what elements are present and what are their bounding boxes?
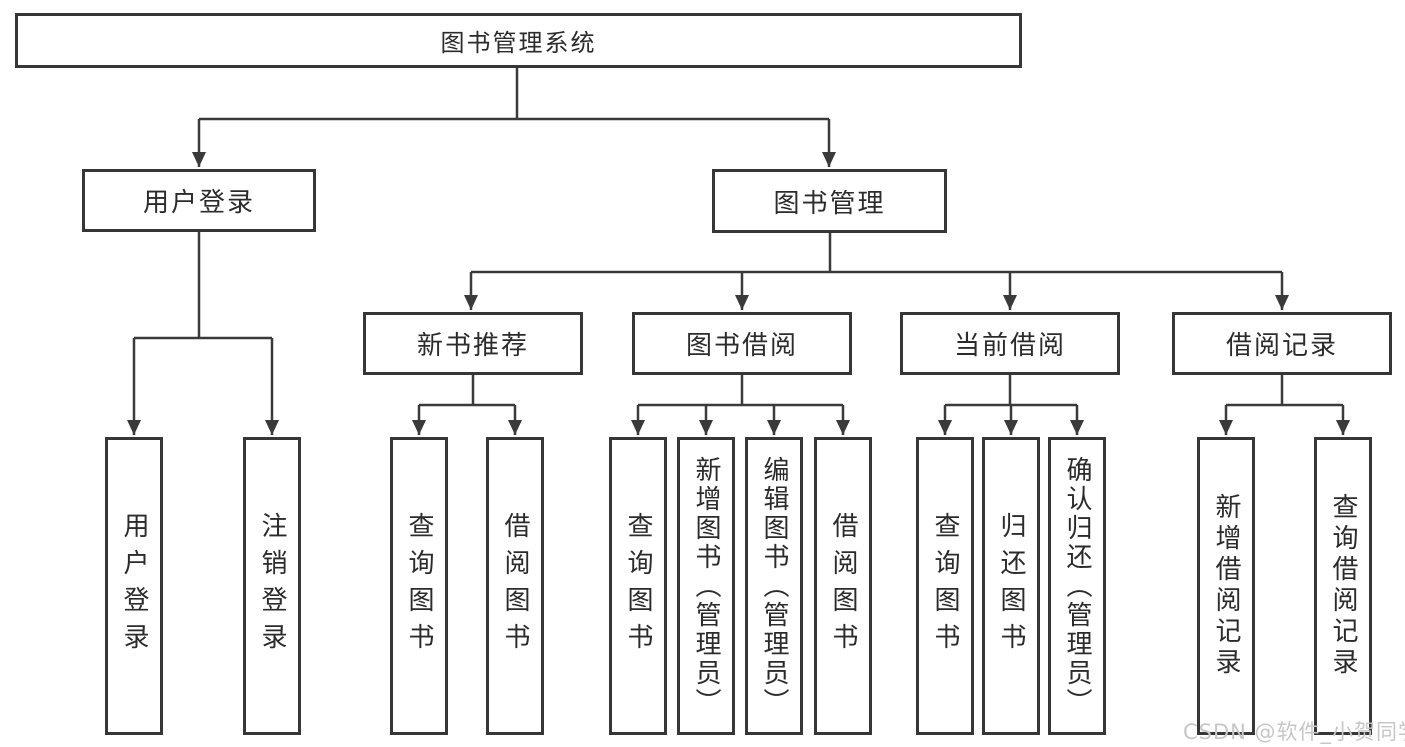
node-label: 新增图书（管理员） xyxy=(691,455,721,717)
node-label: 图书借阅 xyxy=(685,331,798,361)
node-current-borrowing: 当前借阅 xyxy=(900,312,1120,375)
node-label: 新增借阅记录 xyxy=(1211,493,1241,679)
node-user-login: 用户登录 xyxy=(82,169,316,232)
leaf-query-borrow-record: 查询借阅记录 xyxy=(1314,437,1372,735)
node-label: 查询借阅记录 xyxy=(1328,493,1358,679)
node-book-management: 图书管理 xyxy=(712,169,947,233)
node-label: 借阅图书 xyxy=(500,512,530,660)
node-label: 查询图书 xyxy=(623,512,653,660)
node-borrowing-records: 借阅记录 xyxy=(1172,312,1392,375)
leaf-logout: 注销登录 xyxy=(243,437,301,735)
node-label: 当前借阅 xyxy=(953,331,1066,361)
leaf-return-books: 归还图书 xyxy=(982,437,1040,735)
node-label: 借阅记录 xyxy=(1225,331,1338,361)
leaf-user-login: 用户登录 xyxy=(105,437,163,735)
node-label: 归还图书 xyxy=(996,512,1026,660)
leaf-query-books-current: 查询图书 xyxy=(916,437,974,735)
node-label: 图书管理系统 xyxy=(440,29,597,57)
node-label: 借阅图书 xyxy=(828,512,858,660)
leaf-query-books-recommend: 查询图书 xyxy=(390,437,448,735)
leaf-confirm-return-admin: 确认归还（管理员） xyxy=(1048,437,1106,735)
leaf-add-book-admin: 新增图书（管理员） xyxy=(677,437,735,735)
node-label: 确认归还（管理员） xyxy=(1062,455,1092,717)
node-label: 图书管理 xyxy=(773,188,886,219)
node-label: 查询图书 xyxy=(404,512,434,660)
node-label: 用户登录 xyxy=(119,512,149,660)
leaf-query-books-borrowing: 查询图书 xyxy=(609,437,667,735)
csdn-watermark: CSDN @软件_小贺同学 xyxy=(1183,720,1405,744)
leaf-edit-book-admin: 编辑图书（管理员） xyxy=(745,437,803,735)
node-label: 编辑图书（管理员） xyxy=(759,455,789,717)
connector-skeleton xyxy=(134,68,1343,407)
node-label: 查询图书 xyxy=(930,512,960,660)
node-label: 新书推荐 xyxy=(416,331,529,361)
leaf-borrow-books-borrowing: 借阅图书 xyxy=(814,437,872,735)
node-library-system: 图书管理系统 xyxy=(15,13,1022,68)
leaf-borrow-books-recommend: 借阅图书 xyxy=(486,437,544,735)
node-new-book-recommendation: 新书推荐 xyxy=(363,312,583,375)
node-label: 注销登录 xyxy=(257,512,287,660)
leaf-add-borrow-record: 新增借阅记录 xyxy=(1197,437,1255,735)
node-book-borrowing: 图书借阅 xyxy=(632,312,852,375)
node-label: 用户登录 xyxy=(142,188,255,218)
